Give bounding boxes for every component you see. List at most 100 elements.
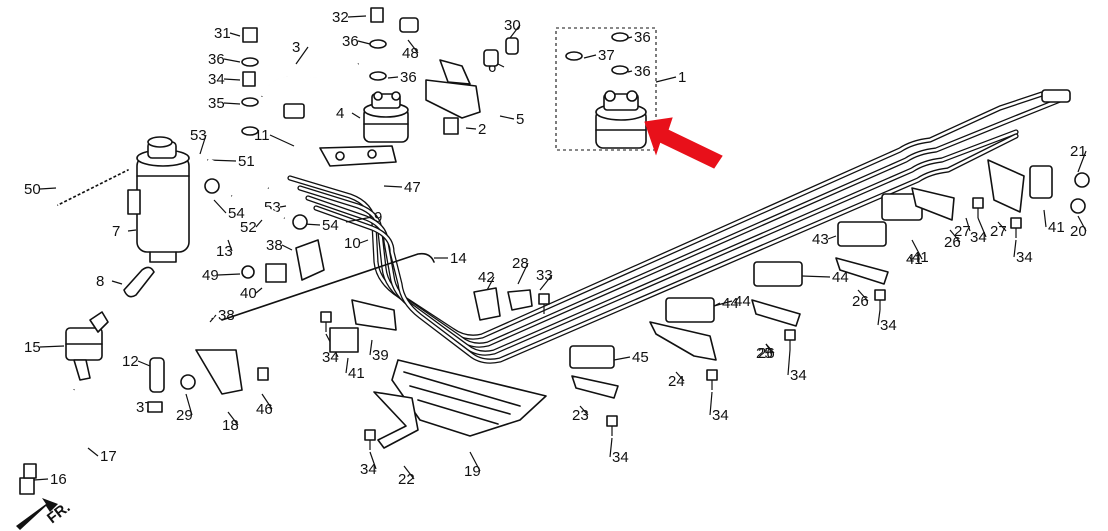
callout-number: 8 xyxy=(96,273,104,290)
clamp-12 xyxy=(283,103,305,119)
callout-20: 20 xyxy=(1070,215,1087,240)
callout-46: 46 xyxy=(256,393,273,418)
callout-number: 2 xyxy=(478,121,486,138)
callout-34: 34 xyxy=(609,437,629,466)
callout-number: 33 xyxy=(536,267,553,284)
callout-number: 36 xyxy=(634,29,651,46)
callout-number: 24 xyxy=(668,373,685,390)
callout-7: 7 xyxy=(112,223,137,240)
hose-13 xyxy=(149,301,215,393)
clamps-43-29 xyxy=(473,287,533,321)
callout-45: 45 xyxy=(613,349,649,366)
mounting-bolts xyxy=(320,197,1022,450)
right-brackets xyxy=(911,159,1090,221)
callout-number: 13 xyxy=(216,243,233,260)
callout-43: 43 xyxy=(812,231,837,248)
callout-number: 48 xyxy=(402,45,419,62)
callout-40: 40 xyxy=(240,285,263,302)
callout-34: 34 xyxy=(709,391,729,424)
clamp-6 xyxy=(319,145,397,167)
callout-26: 26 xyxy=(944,229,961,251)
callout-number: 42 xyxy=(478,269,495,286)
callout-47: 47 xyxy=(383,179,421,196)
front-direction-arrow: FR. xyxy=(16,498,74,530)
callout-26: 26 xyxy=(852,289,869,310)
callout-4: 4 xyxy=(336,105,361,122)
callout-number: 41 xyxy=(1048,219,1065,236)
bracket-5 xyxy=(425,59,481,135)
callout-53: 53 xyxy=(190,127,207,155)
bracket-23 xyxy=(373,391,419,449)
callout-38: 38 xyxy=(266,237,293,254)
callout-3: 3 xyxy=(292,39,309,65)
callout-34: 34 xyxy=(970,217,987,246)
callout-12: 12 xyxy=(122,353,151,370)
callout-34: 34 xyxy=(1013,239,1033,266)
callout-number: 41 xyxy=(906,251,923,268)
callout-number: 10 xyxy=(344,235,361,252)
callout-number: 38 xyxy=(218,307,235,324)
callout-number: 54 xyxy=(322,217,339,234)
callout-number: 31 xyxy=(214,25,231,42)
callout-34: 34 xyxy=(208,71,241,88)
callout-number: 34 xyxy=(712,407,729,424)
callout-11: 11 xyxy=(254,127,295,147)
callout-number: 25 xyxy=(756,345,773,362)
callout-number: 27 xyxy=(990,223,1007,240)
callout-number: 39 xyxy=(372,347,389,364)
callout-number: 44 xyxy=(832,269,849,286)
callout-number: 36 xyxy=(342,33,359,50)
callout-number: 34 xyxy=(360,461,377,478)
callout-number: 9 xyxy=(374,209,382,226)
callout-number: 23 xyxy=(572,407,589,424)
brackets-39-41 xyxy=(241,239,325,283)
callout-54: 54 xyxy=(213,199,245,222)
vent-hose xyxy=(57,168,129,207)
callout-number: 34 xyxy=(322,349,339,366)
callout-number: 26 xyxy=(758,345,775,362)
callout-number: 36 xyxy=(208,51,225,68)
callout-number: 34 xyxy=(208,71,225,88)
valve-16 xyxy=(65,311,109,381)
callout-number: 5 xyxy=(516,111,524,128)
callout-19: 19 xyxy=(464,451,481,480)
highlight-arrow xyxy=(644,117,723,169)
callout-54: 54 xyxy=(303,217,339,234)
callout-34: 34 xyxy=(360,451,377,478)
callout-27: 27 xyxy=(954,217,971,240)
fittings-top xyxy=(399,17,519,67)
callout-number: 6 xyxy=(488,59,496,76)
brackets-24-26 xyxy=(571,257,889,399)
hose-9 xyxy=(123,266,155,298)
callout-34: 34 xyxy=(787,349,807,384)
callout-number: 3 xyxy=(292,39,300,56)
callout-number: 20 xyxy=(1070,223,1087,240)
callout-number: 21 xyxy=(1070,143,1087,160)
callout-17: 17 xyxy=(87,447,117,465)
callout-number: 43 xyxy=(812,231,829,248)
callout-number: 34 xyxy=(880,317,897,334)
callout-number: 37 xyxy=(598,47,615,64)
hoses-51-52 xyxy=(204,158,308,230)
main-fuel-pipes xyxy=(287,89,1071,364)
callout-41: 41 xyxy=(1043,209,1065,236)
callout-number: 18 xyxy=(222,417,239,434)
callout-number: 26 xyxy=(852,293,869,310)
callout-22: 22 xyxy=(398,465,415,488)
callout-36: 36 xyxy=(342,33,371,50)
callout-36: 36 xyxy=(627,29,651,46)
callout-9: 9 xyxy=(345,209,382,226)
charcoal-canister xyxy=(127,136,190,263)
callout-number: 7 xyxy=(112,223,120,240)
callout-number: 36 xyxy=(634,63,651,80)
callout-number: 29 xyxy=(176,407,193,424)
callout-number: 14 xyxy=(450,250,467,267)
callout-number: 32 xyxy=(332,9,349,26)
callout-number: 28 xyxy=(512,255,529,272)
callout-number: 45 xyxy=(632,349,649,366)
callout-8: 8 xyxy=(96,273,123,290)
callout-number: 51 xyxy=(238,153,255,170)
callout-49: 49 xyxy=(202,267,241,284)
